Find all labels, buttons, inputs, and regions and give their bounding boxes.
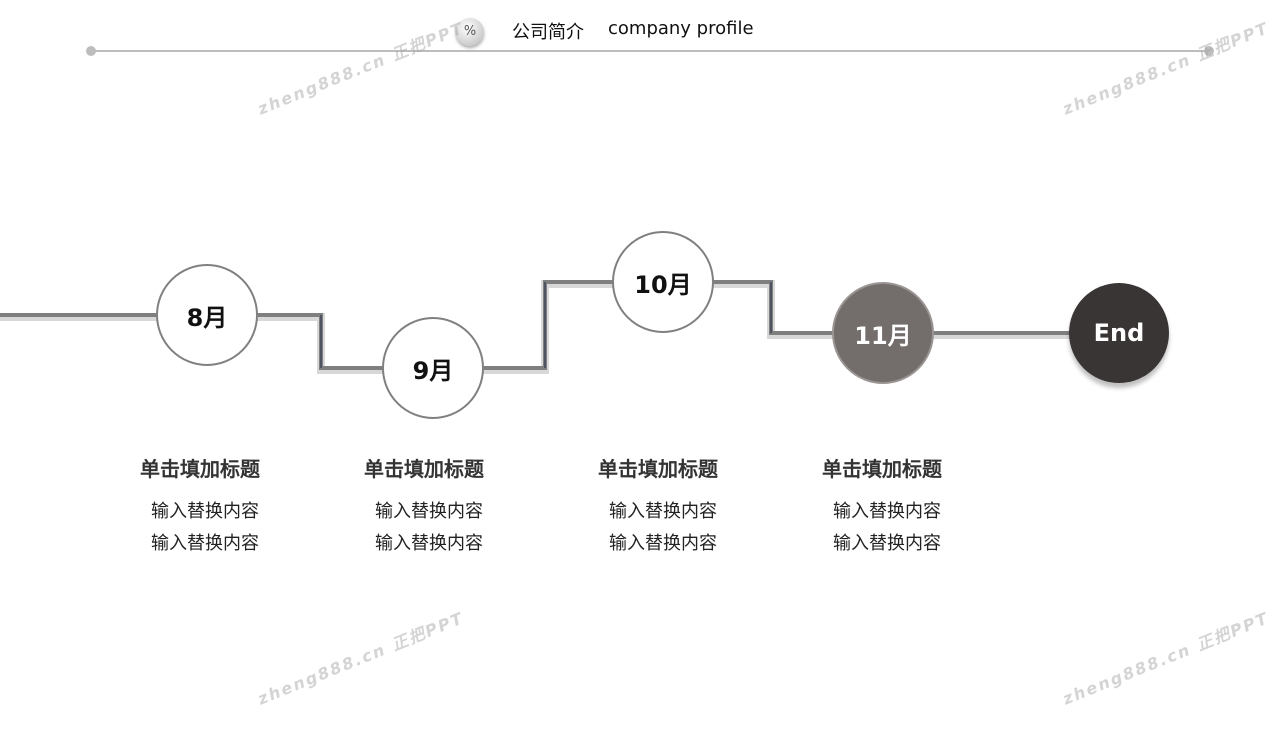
- milestone-title: 单击填加标题: [822, 457, 942, 481]
- milestone-nov: 11月: [832, 282, 934, 384]
- milestone-aug: 8月: [156, 264, 258, 366]
- milestone-title: 单击填加标题: [140, 457, 260, 481]
- header-title-cn: 公司简介: [512, 22, 584, 43]
- milestone-desc: 输入替换内容: [151, 501, 259, 522]
- milestone-oct: 10月: [612, 231, 714, 333]
- milestone-desc: 输入替换内容: [833, 533, 941, 554]
- milestone-desc: 输入替换内容: [609, 533, 717, 554]
- milestone-end: End: [1069, 283, 1169, 383]
- header-rule-dot-left: [86, 46, 96, 56]
- percent-icon: %: [456, 18, 484, 46]
- header-title-en: company profile: [608, 18, 754, 39]
- milestone-desc: 输入替换内容: [833, 501, 941, 522]
- milestone-desc: 输入替换内容: [151, 533, 259, 554]
- milestone-title: 单击填加标题: [364, 457, 484, 481]
- step-line: [0, 280, 1070, 374]
- milestone-desc: 输入替换内容: [375, 501, 483, 522]
- milestone-desc: 输入替换内容: [609, 501, 717, 522]
- header-rule-dot-right: [1204, 46, 1214, 56]
- milestone-title: 单击填加标题: [598, 457, 718, 481]
- milestone-sep: 9月: [382, 317, 484, 419]
- milestone-desc: 输入替换内容: [375, 533, 483, 554]
